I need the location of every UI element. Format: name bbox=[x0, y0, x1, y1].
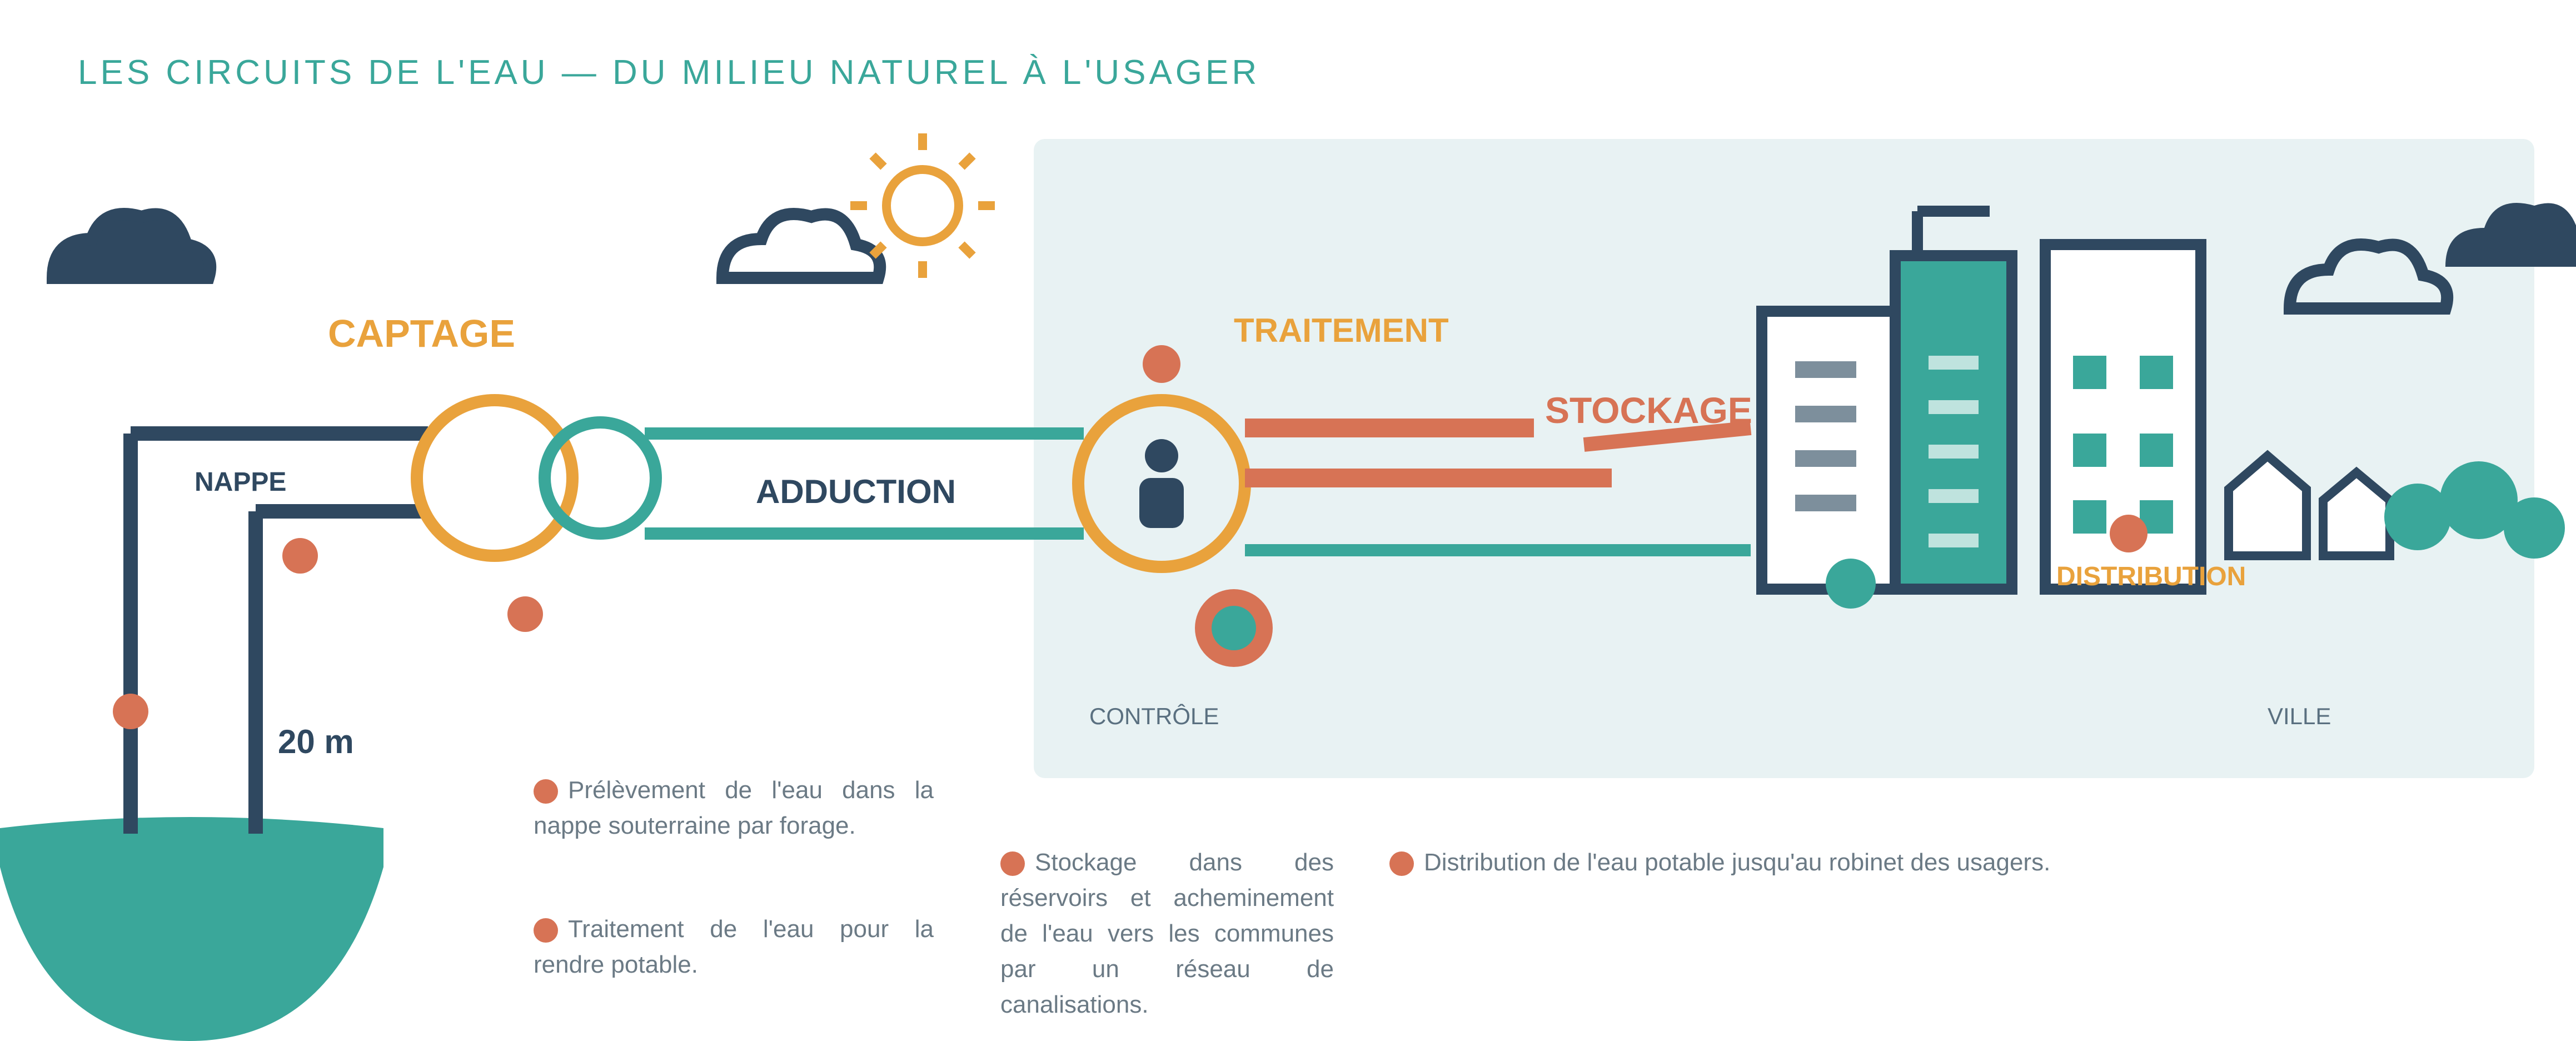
building-tower bbox=[1890, 206, 2017, 595]
aquifer-basin bbox=[0, 817, 383, 1041]
treatment-marker bbox=[507, 596, 543, 632]
adduction-pipes bbox=[645, 427, 1084, 540]
label-aquifer: NAPPE bbox=[195, 467, 287, 497]
label-distribution: DISTRIBUTION bbox=[2056, 562, 2246, 591]
transfer-ring bbox=[539, 416, 662, 540]
building-windows bbox=[1795, 361, 1856, 511]
label-pumping: CAPTAGE bbox=[328, 312, 516, 355]
distribution-pipes bbox=[1245, 419, 1752, 556]
label-city: VILLE bbox=[2268, 703, 2331, 729]
note-distribution: Distribution de l'eau potable jusqu'au r… bbox=[1389, 845, 2140, 880]
control-marker bbox=[1143, 345, 1180, 383]
building-right-windows bbox=[2073, 356, 2173, 534]
note-storage: Stockage dans des réservoirs et achemine… bbox=[1000, 849, 1334, 1018]
label-control: CONTRÔLE bbox=[1089, 703, 1219, 729]
sun-icon bbox=[850, 133, 995, 278]
note-pumping: Prélèvement de l'eau dans la nappe soute… bbox=[534, 776, 934, 839]
note-bullet bbox=[1389, 851, 1414, 876]
label-storage: STOCKAGE bbox=[1545, 390, 1752, 431]
city-marker bbox=[2110, 515, 2148, 552]
note-bullet bbox=[534, 918, 558, 943]
trees bbox=[1826, 461, 2565, 609]
cloud-icon bbox=[2445, 203, 2576, 267]
cloud-icon bbox=[716, 208, 886, 284]
well-pipes bbox=[123, 426, 428, 834]
houses bbox=[2224, 450, 2394, 560]
well-marker bbox=[282, 538, 318, 574]
cloud-icon bbox=[46, 208, 217, 284]
well-marker bbox=[113, 694, 148, 729]
label-transport: ADDUCTION bbox=[756, 473, 956, 510]
person-icon bbox=[1139, 439, 1184, 528]
treatment-ring bbox=[411, 394, 579, 562]
label-depth: 20 m bbox=[278, 723, 354, 760]
page-title: LES CIRCUITS DE L'EAU — DU MILIEU NATURE… bbox=[78, 53, 1260, 92]
label-treatment: TRAITEMENT bbox=[1234, 312, 1449, 349]
note-treatment: Traitement de l'eau pour la rendre potab… bbox=[534, 915, 934, 978]
note-bullet bbox=[1000, 851, 1025, 876]
cloud-icon bbox=[2283, 238, 2454, 315]
note-bullet bbox=[534, 779, 558, 804]
